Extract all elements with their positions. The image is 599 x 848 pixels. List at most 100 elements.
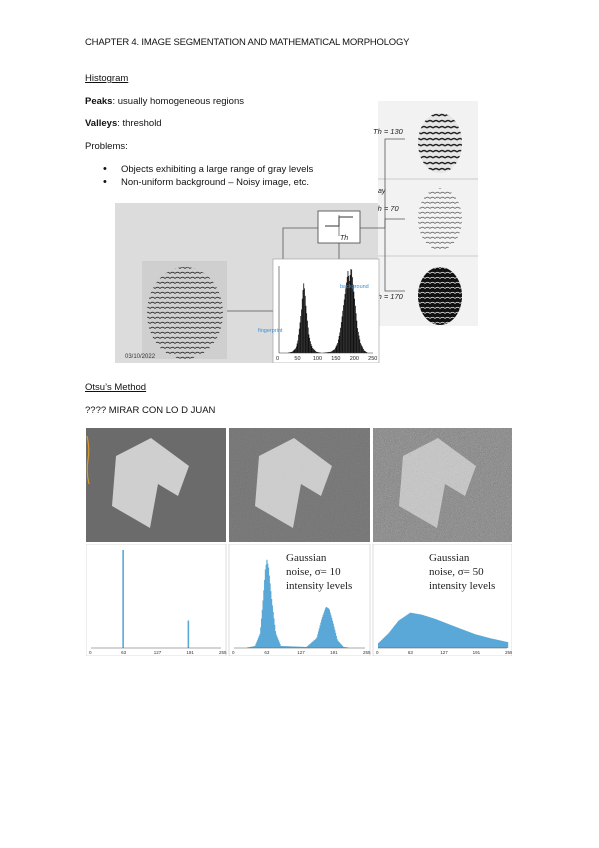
histogram-bar [460,629,462,648]
histogram-bar [438,620,440,648]
histogram-bar [307,645,310,648]
histogram-bar [340,327,341,353]
histogram-bar [332,623,334,648]
histogram-bar [297,340,299,353]
histogram-bar [306,646,308,648]
histogram-bar [250,646,253,648]
x-tick-label: 250 [368,356,377,362]
histogram-bar [471,633,473,648]
histogram-bar [506,641,508,648]
histogram-bar [352,284,354,353]
histogram-bar [291,646,293,648]
histogram-bar [332,350,333,353]
histogram-bar [483,636,485,648]
histogram-bar [378,642,380,648]
histogram-bar [307,320,308,353]
fingerprint-label: fingerprint [258,328,283,334]
histogram-bar [383,637,385,648]
histogram-bar [362,347,364,353]
histogram-bar [451,625,453,648]
histogram-bar [379,641,381,648]
histogram-bar [481,636,483,648]
histogram-bar [485,637,487,648]
histogram-bar [349,280,350,353]
histogram-bar [354,298,355,353]
histogram-bar [296,343,298,353]
histogram-bar [422,614,424,648]
histogram-bar [301,646,304,648]
histogram-bar [277,640,280,648]
histogram-bar [257,639,259,648]
histogram-bar [343,305,344,353]
histogram-bar [283,646,285,648]
histogram-bar [439,620,441,648]
histogram-bar [409,613,411,648]
histogram-bar [282,646,284,648]
histogram-bar [355,313,357,353]
x-tick-label: 63 [121,650,127,655]
histogram-bar [487,637,489,648]
histogram-bar [272,611,274,648]
histogram-bar [309,337,311,353]
histogram-bar [357,328,358,353]
histogram-bar [395,624,397,648]
histogram-bar [504,641,506,648]
histogram-bar [275,634,277,648]
histogram-bar [500,640,502,648]
histogram-bar [495,639,497,648]
histogram-bar [488,638,490,648]
histogram-bar [490,638,492,648]
noise-label: intensity levels [286,580,352,592]
histogram-bar [443,622,445,648]
histogram-bar [403,616,405,648]
histogram-bar [413,613,415,648]
histogram-bar [317,631,320,648]
histogram-bar [349,274,351,353]
threshold-figure: Th = 130 Th = 70 Th = 170 ay 03/10/2022 … [115,101,478,364]
date-stamp: 03/10/2022 [125,354,156,360]
histogram-bar [409,612,412,648]
histogram-bar [324,610,326,648]
x-tick-label: 63 [264,650,270,655]
histogram-bar [304,295,306,353]
histogram-bar [317,634,319,648]
x-tick-label: 200 [350,356,359,362]
histogram-bar [342,310,344,353]
histogram-bar [330,615,332,648]
histogram-bar [286,646,288,648]
annotation-mark [86,435,90,485]
histogram-bar [252,646,254,648]
histogram-bar [498,640,500,648]
x-tick-label: 191 [186,650,194,655]
noise-label: intensity levels [429,580,495,592]
connector [384,228,405,292]
histogram-bar [501,640,503,648]
histogram-bar [347,270,349,353]
histogram-bar [425,616,428,648]
histogram-bar [337,343,339,353]
histogram-bar [336,639,338,648]
histogram-bar [424,615,426,648]
histogram-bar [298,646,300,648]
histogram-bar [387,633,390,648]
histogram-bar [388,632,390,648]
histogram-bar [420,614,422,648]
chapter-header: CHAPTER 4. IMAGE SEGMENTATION AND MATHEM… [85,37,410,48]
histogram-bar [421,614,423,648]
histogram-bar [415,613,418,648]
problem-item: Non-uniform background – Noisy image, et… [103,176,313,189]
otsu-heading: Otsu’s Method [85,382,147,393]
histogram-bar [326,607,328,648]
histogram-bar [309,643,311,648]
histogram-bar [266,559,268,648]
otsu-images-svg [86,428,512,542]
image-noise-sigma10 [229,428,370,542]
histogram-bar [247,647,250,648]
histogram-bar [428,616,430,648]
histogram-bar [403,617,405,648]
histogram-bar [453,626,456,648]
